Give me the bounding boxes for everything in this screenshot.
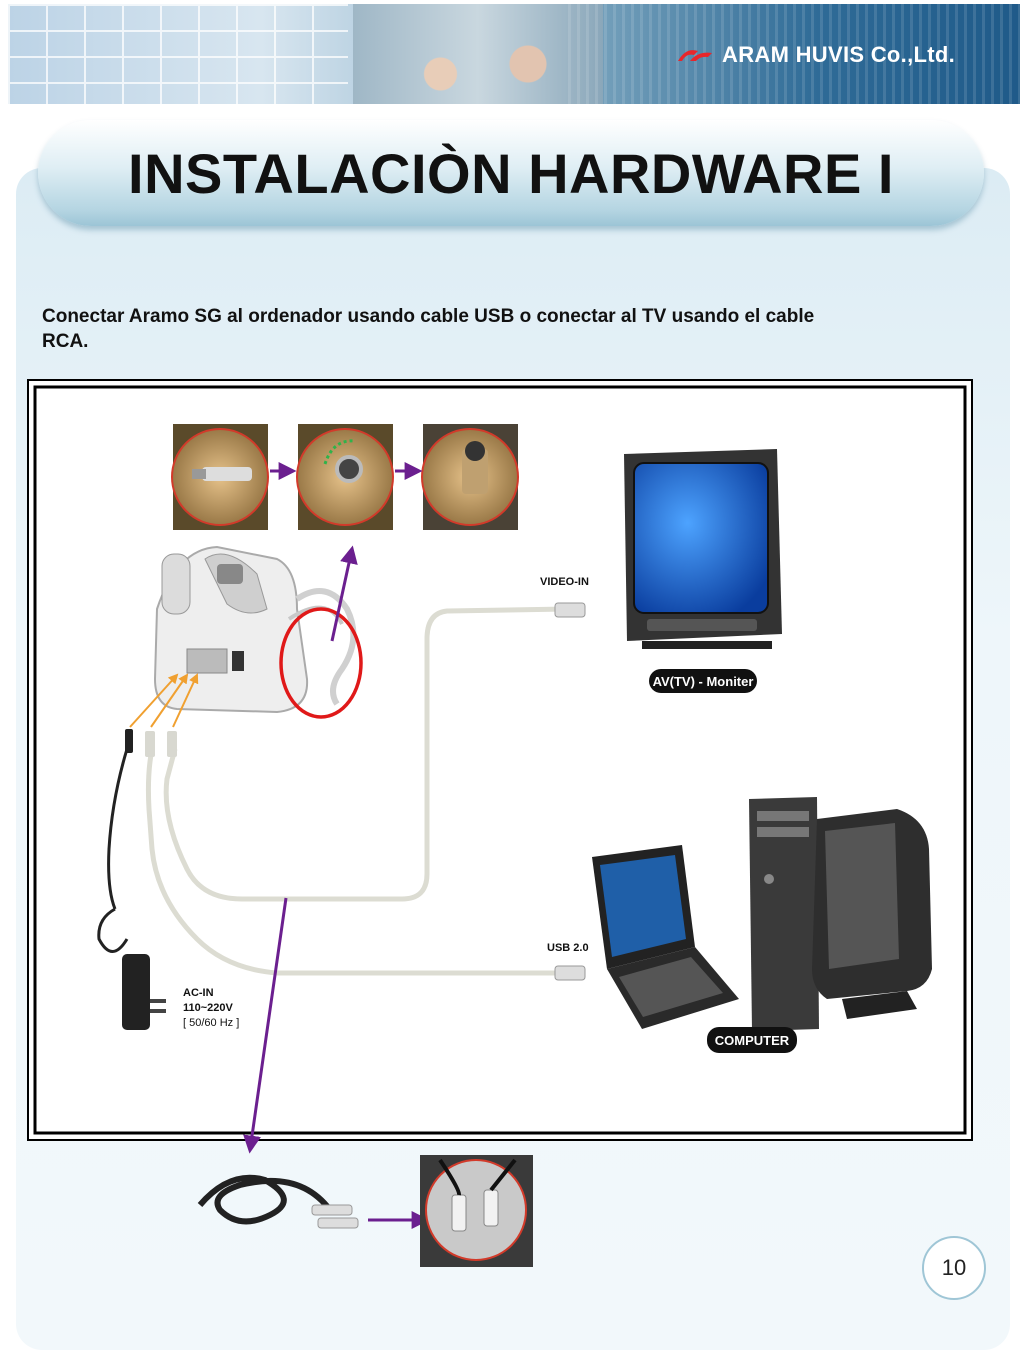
tv-monitor	[624, 449, 782, 649]
laptop	[592, 845, 739, 1029]
connector-photo-2	[296, 424, 394, 530]
frequency-label: [ 50/60 Hz ]	[183, 1017, 239, 1029]
arrow-to-connector-photos	[330, 545, 358, 642]
video-in-label: VIDEO-IN	[540, 576, 589, 588]
insert-arrow-rca	[150, 673, 189, 728]
banner-photo	[353, 4, 603, 104]
instructions-text: Conectar Aramo SG al ordenador usando ca…	[42, 306, 815, 352]
insert-arrow-power	[129, 673, 179, 728]
power-plug	[125, 729, 133, 753]
usb-cable	[145, 748, 567, 976]
aramo-sg-device	[153, 545, 357, 714]
video-in-plug	[554, 602, 586, 618]
rca-cable-photo	[197, 1174, 359, 1229]
header-banner: ARAM HUVIS Co.,Ltd.	[8, 4, 1020, 104]
page-number-badge: 10	[922, 1236, 986, 1300]
company-name: ARAM HUVIS Co.,Ltd.	[722, 42, 956, 67]
connector-highlight-circle	[279, 607, 363, 719]
voltage-label: 110~220V	[183, 1002, 234, 1014]
page-title: INSTALACIÒN HARDWARE I	[128, 141, 894, 205]
diagram-svg: AC-IN 110~220V [ 50/60 Hz ] VIDEO-IN USB…	[27, 379, 973, 1141]
tv-label: AV(TV) - Moniter	[653, 674, 754, 689]
rca-plug-photo	[420, 1155, 533, 1267]
company-logo: ARAM HUVIS Co.,Ltd.	[676, 42, 955, 68]
rca-plug-1	[167, 731, 177, 757]
power-cable	[107, 748, 129, 910]
page-number: 10	[941, 1255, 967, 1280]
power-adapter	[97, 907, 166, 1030]
computer-label: COMPUTER	[715, 1033, 790, 1048]
desktop-computer	[749, 797, 932, 1031]
usb-plug	[554, 965, 586, 981]
title-bar: INSTALACIÒN HARDWARE I	[38, 120, 984, 226]
connector-photo-3	[421, 424, 519, 530]
banner-tiles	[8, 4, 348, 104]
insert-arrow-usb	[172, 673, 199, 728]
computer-label-badge	[707, 1027, 797, 1053]
connection-diagram: AC-IN 110~220V [ 50/60 Hz ] VIDEO-IN USB…	[27, 379, 973, 1141]
usb-label: USB 2.0	[547, 942, 589, 954]
arrow-to-rca-cable	[243, 897, 288, 1154]
banner-stripes	[568, 4, 1020, 104]
frame-inner-border	[33, 385, 967, 1135]
rca-plug-2	[145, 731, 155, 757]
video-cable	[163, 606, 568, 902]
ac-in-label: AC-IN	[183, 987, 214, 999]
tv-label-badge	[649, 669, 757, 693]
logo-mark-icon	[678, 50, 712, 61]
connector-photo-1	[171, 424, 269, 530]
